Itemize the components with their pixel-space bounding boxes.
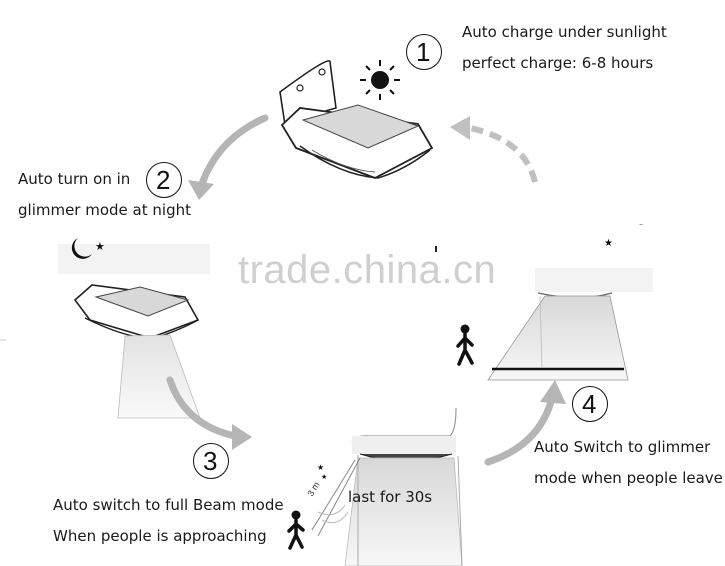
svg-text:★: ★	[317, 463, 324, 472]
step-1-line-1: Auto charge under sunlight	[462, 23, 667, 41]
step-4-number: 4	[582, 389, 597, 419]
person-icon	[287, 510, 305, 550]
arrow-icon	[484, 380, 566, 466]
step-3-number: 3	[203, 446, 218, 476]
beam-duration-label: last for 30s	[348, 488, 433, 506]
watermark: trade.china.cn	[238, 248, 497, 292]
moon-icon	[632, 224, 654, 246]
solar-light-full-beam	[311, 407, 463, 566]
arrow-icon	[450, 116, 538, 183]
solar-light-person-leave	[487, 268, 653, 381]
step-2-line-1: Auto turn on in	[18, 170, 131, 188]
star-icon: ★	[95, 240, 105, 253]
step-1-number: 1	[416, 37, 431, 67]
step-1-line-2: perfect charge: 6-8 hours	[462, 54, 654, 72]
step-4-line-2: mode when people leave	[534, 469, 723, 487]
step-1-circle	[406, 34, 442, 70]
moon-icon	[300, 462, 316, 479]
step-3-circle	[193, 443, 229, 479]
arrow-icon	[188, 114, 269, 200]
moon-icon	[71, 238, 92, 259]
arrow-icon	[166, 376, 252, 450]
step-2-circle	[146, 162, 182, 198]
star-icon: ★	[604, 238, 613, 249]
star-icon: ★ ★	[317, 463, 327, 481]
step-3-line-2: When people is approaching	[53, 527, 267, 545]
step-2-line-2: glimmer mode at night	[18, 201, 191, 219]
sun-icon	[360, 60, 400, 100]
step-4-circle	[572, 386, 608, 422]
step-4-line-1: Auto Switch to glimmer	[534, 438, 711, 456]
step-2-number: 2	[156, 165, 171, 195]
step-3-line-1: Auto switch to full Beam mode	[53, 496, 284, 514]
person-icon	[456, 324, 474, 366]
svg-text:★: ★	[95, 240, 105, 253]
solar-light-charging	[279, 60, 434, 179]
svg-text:★: ★	[321, 473, 327, 481]
svg-text:★: ★	[604, 238, 613, 249]
